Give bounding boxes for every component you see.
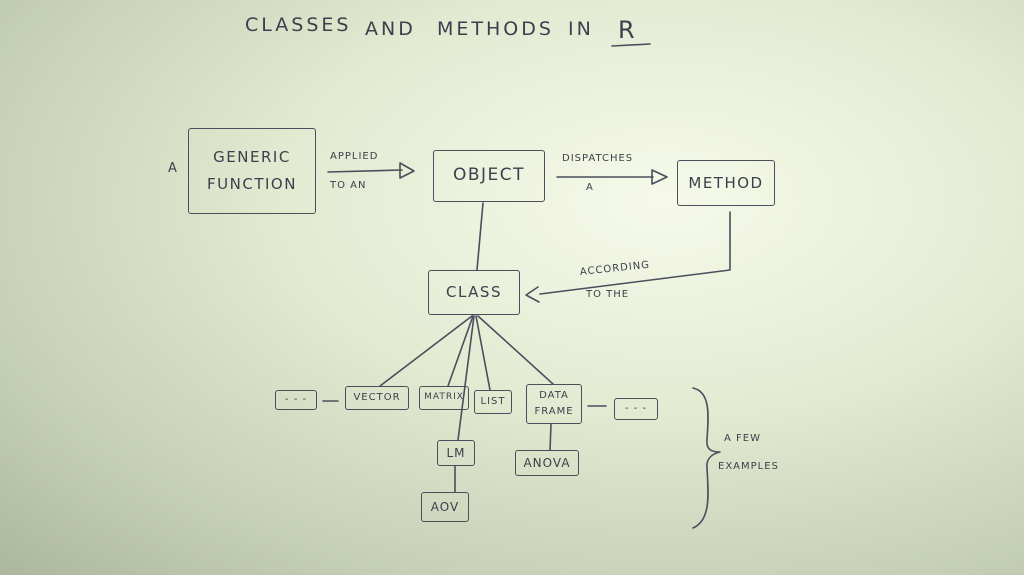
edge-label-according: ACCORDING bbox=[579, 259, 651, 278]
edge-label-to-the: TO THE bbox=[586, 289, 630, 300]
title-word-and: AND bbox=[365, 18, 416, 40]
edge-label-a: A bbox=[586, 182, 594, 193]
title-word-in: IN bbox=[568, 18, 594, 40]
matrix-label: MATRIX bbox=[424, 392, 464, 403]
method-node: METHOD bbox=[677, 160, 775, 206]
example-node-vector: VECTOR bbox=[345, 386, 409, 410]
title-word-classes: CLASSES bbox=[245, 14, 352, 36]
example-node-ellipsis-left: - - - bbox=[275, 390, 317, 410]
lm-label: LM bbox=[446, 445, 466, 460]
generic-function-node: GENERIC FUNCTION bbox=[188, 128, 316, 214]
title-word-methods: METHODS bbox=[437, 18, 554, 40]
annotation-examples: EXAMPLES bbox=[718, 461, 779, 472]
list-label: LIST bbox=[480, 395, 506, 407]
edge-class-lm bbox=[457, 315, 475, 441]
edge-class-list bbox=[475, 315, 491, 391]
method-label: METHOD bbox=[688, 173, 764, 192]
generic-function-article: A bbox=[168, 161, 179, 176]
edge-class-data-frame bbox=[477, 315, 554, 385]
object-node: OBJECT bbox=[433, 150, 545, 202]
data-frame-label-line1: DATA bbox=[539, 390, 569, 401]
examples-brace bbox=[692, 387, 721, 529]
example-node-ellipsis-right: - - - bbox=[614, 398, 658, 420]
arrow-applied-shaft bbox=[327, 169, 403, 173]
edge-class-matrix bbox=[447, 315, 474, 387]
edge-data-frame-anova bbox=[549, 423, 552, 451]
edge-label-to-an: TO AN bbox=[330, 180, 367, 191]
vector-label: VECTOR bbox=[353, 391, 401, 403]
example-node-lm: LM bbox=[437, 440, 475, 466]
example-node-matrix: MATRIX bbox=[419, 386, 469, 410]
example-node-list: LIST bbox=[474, 390, 512, 414]
class-node: CLASS bbox=[428, 270, 520, 315]
aov-label: AOV bbox=[430, 499, 460, 514]
object-label: OBJECT bbox=[452, 165, 526, 186]
annotation-a-few: A FEW bbox=[724, 433, 761, 444]
arrow-dispatches-head bbox=[651, 169, 668, 185]
edge-object-class bbox=[476, 202, 484, 271]
data-frame-label-line2: FRAME bbox=[534, 405, 574, 417]
class-label: CLASS bbox=[446, 283, 502, 302]
edge-label-applied: APPLIED bbox=[330, 151, 379, 162]
example-node-aov: AOV bbox=[421, 492, 469, 522]
arrow-applied-head bbox=[399, 162, 415, 179]
title-word-r: R bbox=[618, 16, 638, 44]
edge-class-vector bbox=[379, 315, 473, 387]
example-node-data-frame: DATA FRAME bbox=[526, 384, 582, 424]
title-r-underline bbox=[611, 43, 651, 47]
ellipsis-left-label: - - - bbox=[284, 393, 308, 405]
edge-label-dispatches: DISPATCHES bbox=[562, 153, 634, 164]
example-node-anova: ANOVA bbox=[515, 450, 579, 476]
edge-method-according bbox=[539, 211, 731, 295]
anova-label: ANOVA bbox=[523, 455, 571, 470]
ellipsis-right-label: - - - bbox=[624, 402, 648, 414]
generic-function-label-line2: FUNCTION bbox=[207, 175, 297, 193]
generic-function-label-line1: GENERIC bbox=[213, 148, 291, 167]
arrow-according-head bbox=[525, 286, 540, 303]
